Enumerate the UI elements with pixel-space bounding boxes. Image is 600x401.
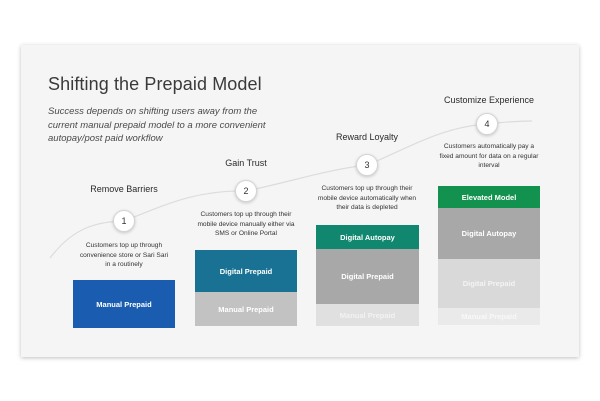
step-3-title: Reward Loyalty: [335, 132, 399, 142]
page-title: Shifting the Prepaid Model: [48, 74, 262, 94]
step-4-elevated-model-block: Elevated Model: [438, 186, 540, 208]
step-4-description: Customers automatically pay a fixed amou…: [439, 143, 539, 170]
step-4-digital-autopay-block: Digital Autopay: [438, 208, 540, 259]
step-2-description: Customers top up through their mobile de…: [197, 211, 295, 238]
step-3-digital-autopay-block: Digital Autopay: [316, 225, 419, 249]
step-2-title: Gain Trust: [225, 158, 267, 168]
step-1-manual-prepaid-block: Manual Prepaid: [73, 280, 175, 328]
step-3-number: 3: [356, 154, 378, 176]
step-2-manual-prepaid-block: Manual Prepaid: [195, 292, 297, 326]
page-subtitle: Success depends on shifting users away f…: [48, 106, 266, 144]
step-4-digital-prepaid-block: Digital Prepaid: [438, 259, 540, 308]
step-2-number: 2: [235, 180, 257, 202]
step-3-digital-prepaid-block: Digital Prepaid: [316, 249, 419, 304]
step-4-number: 4: [476, 113, 498, 135]
step-2-digital-prepaid-block: Digital Prepaid: [195, 250, 297, 292]
step-3-description: Customers top up through their mobile de…: [317, 185, 417, 212]
step-4-title: Customize Experience: [443, 95, 535, 105]
step-1-description: Customers top up through convenience sto…: [79, 242, 169, 269]
step-4-manual-prepaid-block: Manual Prepaid: [438, 308, 540, 325]
step-1-number: 1: [113, 210, 135, 232]
step-3-manual-prepaid-block: Manual Prepaid: [316, 304, 419, 326]
step-1-title: Remove Barriers: [90, 184, 158, 194]
